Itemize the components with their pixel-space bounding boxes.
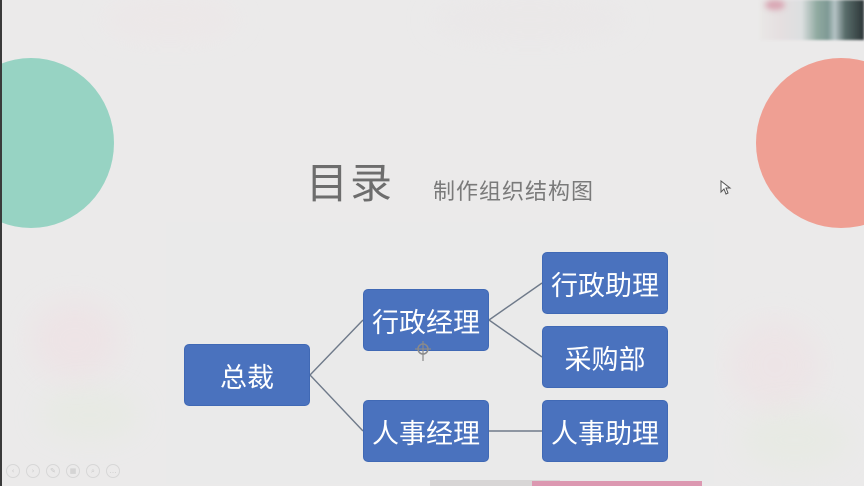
org-node-purchasing[interactable]: 采购部 — [542, 326, 668, 388]
window-left-border — [0, 0, 2, 486]
org-node-label: 人事经理 — [372, 418, 480, 450]
more-options-button[interactable]: … — [106, 464, 120, 478]
floral-decoration — [40, 390, 140, 440]
zoom-button[interactable]: ⌕ — [86, 464, 100, 478]
org-node-label: 总裁 — [220, 362, 274, 394]
mouse-pointer-icon — [720, 180, 732, 195]
org-node-label: 行政经理 — [372, 307, 480, 339]
connector-admin-manager-to-admin-assistant — [488, 282, 543, 321]
move-cursor-icon — [415, 341, 431, 361]
floral-decoration — [765, 0, 785, 10]
org-node-label: 采购部 — [564, 344, 646, 376]
connector-root-to-admin-manager — [309, 319, 364, 376]
bottom-decoration-bar — [430, 480, 560, 486]
floral-decoration — [730, 320, 820, 410]
connector-admin-manager-to-purchasing — [488, 319, 543, 358]
slide-title: 目录 — [306, 159, 395, 208]
presenter-controls: ‹ › ✎ ▦ ⌕ … — [6, 464, 120, 478]
org-node-ceo[interactable]: 总裁 — [184, 344, 310, 406]
org-node-label: 行政助理 — [551, 270, 659, 302]
floral-decoration — [30, 300, 120, 380]
floral-decoration — [100, 0, 240, 40]
chevron-right-icon: › — [31, 467, 35, 475]
slide-subtitle: 制作组织结构图 — [433, 180, 595, 205]
org-node-label: 人事助理 — [551, 418, 659, 450]
floral-decoration — [740, 410, 850, 470]
bottom-decoration-bar-pink — [532, 481, 702, 486]
ellipsis-icon: … — [109, 467, 117, 475]
pen-tool-button[interactable]: ✎ — [46, 464, 60, 478]
see-all-slides-button[interactable]: ▦ — [66, 464, 80, 478]
grid-icon: ▦ — [69, 467, 77, 475]
floral-decoration — [430, 0, 630, 40]
magnifier-icon: ⌕ — [91, 466, 95, 475]
org-node-hr-assistant[interactable]: 人事助理 — [542, 400, 668, 462]
org-node-admin-manager[interactable]: 行政经理 — [363, 289, 489, 351]
org-node-hr-manager[interactable]: 人事经理 — [363, 400, 489, 462]
connector-root-to-hr-manager — [309, 374, 364, 432]
next-slide-button[interactable]: › — [26, 464, 40, 478]
previous-slide-button[interactable]: ‹ — [6, 464, 20, 478]
pen-icon: ✎ — [50, 467, 56, 475]
chevron-left-icon: ‹ — [11, 467, 15, 475]
org-node-admin-assistant[interactable]: 行政助理 — [542, 252, 668, 314]
